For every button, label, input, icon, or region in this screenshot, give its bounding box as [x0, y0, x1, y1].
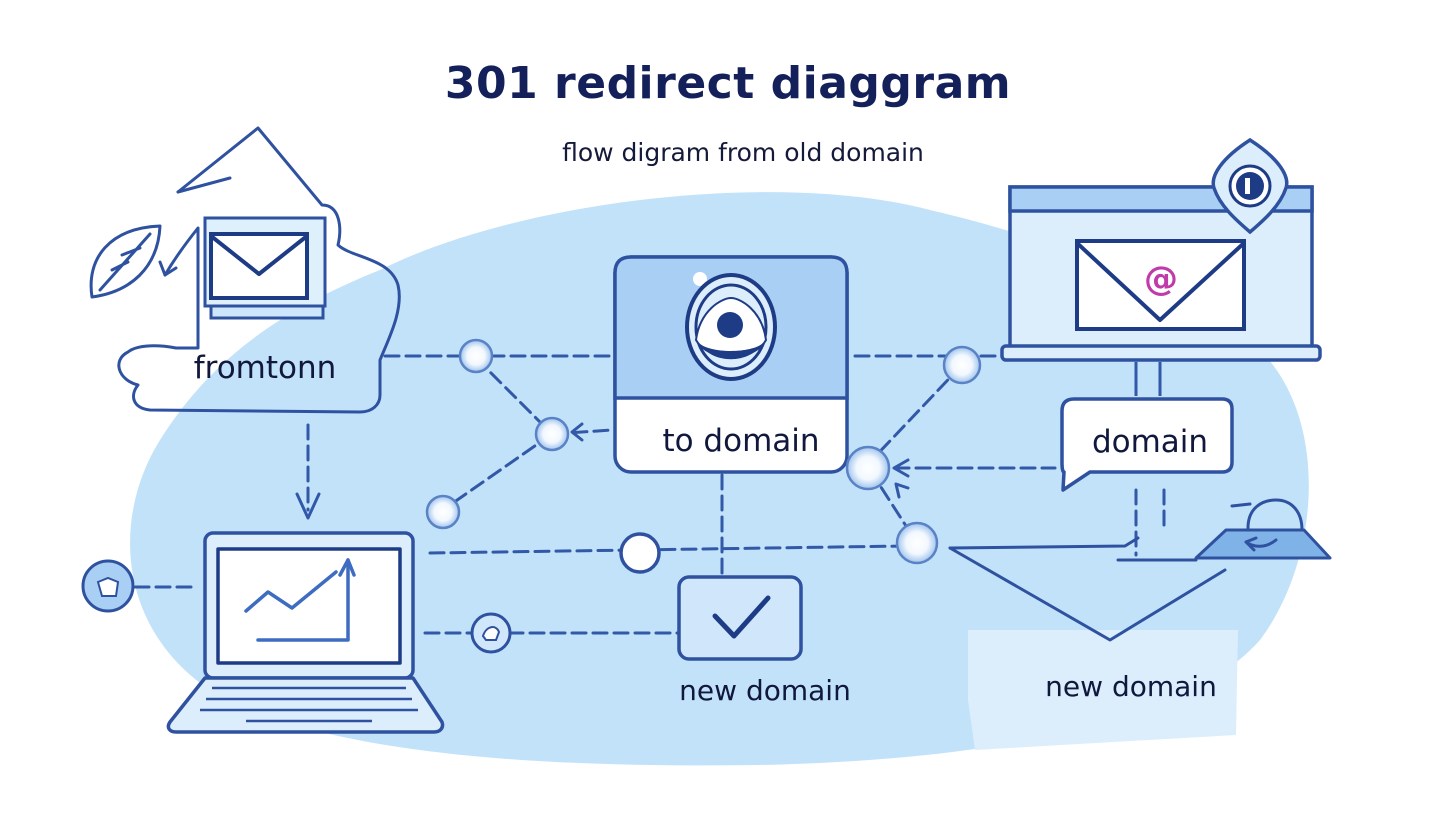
- source-label: fromtonn: [194, 350, 337, 386]
- junction-node: [619, 532, 661, 574]
- diagram-subtitle: flow digram from old domain: [562, 138, 924, 167]
- check-box: [677, 575, 803, 661]
- arrowhead: [892, 458, 910, 478]
- diagram-title: 301 redirect diaggram: [444, 58, 1012, 109]
- window-stand: [1134, 362, 1162, 396]
- leaf-icon: [89, 224, 162, 299]
- mouse-cap-icon: [1194, 498, 1332, 560]
- domain-bubble: domain: [1060, 397, 1234, 492]
- connector-line: [474, 356, 554, 436]
- target-card: to domain: [613, 255, 849, 474]
- at-envelope-icon: @: [1075, 239, 1246, 331]
- right-panel: [968, 630, 1238, 750]
- connector-arrowheads: [295, 422, 910, 520]
- connector-lines: [133, 354, 1166, 635]
- junction-node: [425, 494, 461, 530]
- v-lines: [948, 536, 1227, 642]
- checkmark-icon: [712, 595, 771, 639]
- arrowhead: [570, 422, 584, 442]
- junction-node: [845, 445, 891, 491]
- envelope-icon: [203, 216, 327, 320]
- junction-node-glyph: [481, 626, 501, 641]
- hub-node-glyph: [96, 576, 120, 597]
- camera-lens-icon: [685, 273, 777, 381]
- laptop: [166, 531, 445, 734]
- keyboard-keys: [200, 686, 418, 723]
- connector-line: [438, 432, 554, 514]
- connector-line: [428, 544, 907, 555]
- check-new-domain-label: new domain: [679, 674, 851, 707]
- right-new-domain-label: new domain: [1045, 670, 1217, 703]
- arrowhead: [894, 482, 910, 499]
- source-node: [117, 126, 401, 414]
- connector-line: [868, 363, 964, 464]
- trend-chart-icon: [244, 558, 356, 642]
- target-label: to domain: [662, 423, 819, 459]
- domain-bubble-label: domain: [1092, 424, 1208, 460]
- junction-node: [534, 416, 570, 452]
- junction-node: [895, 521, 939, 565]
- at-symbol: @: [1144, 259, 1178, 299]
- mail-window: @: [1000, 137, 1322, 362]
- eye-shield-icon: [1211, 137, 1289, 235]
- arrowhead: [295, 492, 321, 520]
- junction-node: [458, 338, 494, 374]
- junction-nodes: [81, 338, 982, 654]
- junction-node: [942, 345, 982, 385]
